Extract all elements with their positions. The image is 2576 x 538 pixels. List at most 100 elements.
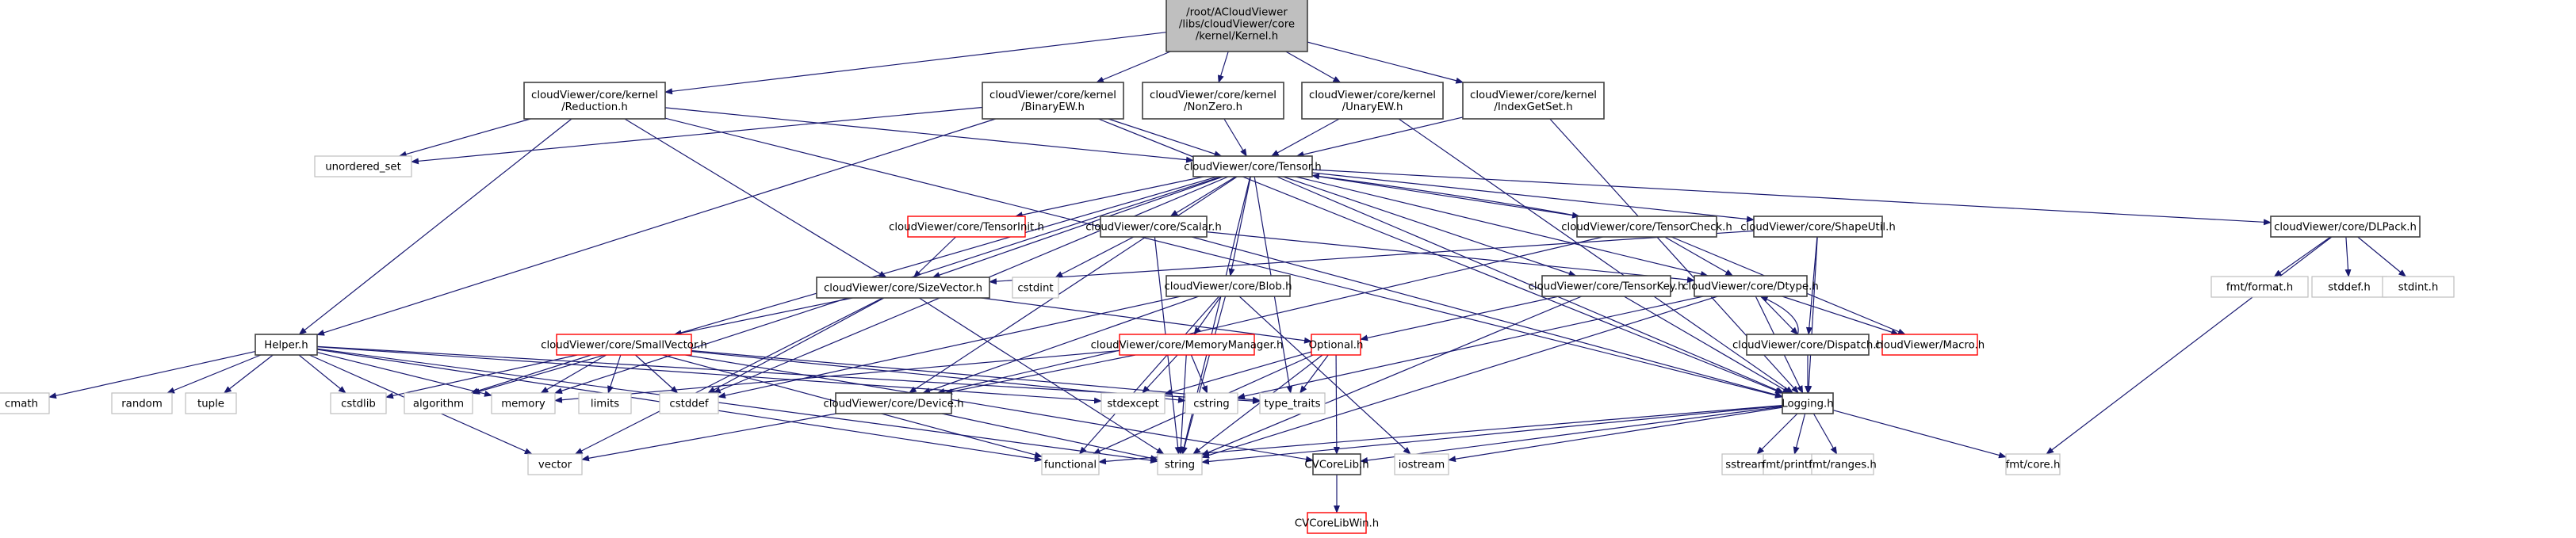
node-tensorinit[interactable]: cloudViewer/core/TensorInit.h — [889, 216, 1044, 238]
node-label: /BinaryEW.h — [1021, 101, 1085, 113]
node-box — [907, 216, 1026, 238]
node-box — [1192, 155, 1313, 177]
node-box — [556, 334, 692, 356]
edge-kernel-to-nonzero — [1217, 51, 1229, 83]
node-label: memory — [501, 399, 545, 410]
node-indexgetset[interactable]: cloudViewer/core/kernel/IndexGetSet.h — [1462, 82, 1605, 120]
node-label: cloudViewer/core/MemoryManager.h — [1091, 340, 1284, 352]
edge-dlpack-to-stddef_h — [2344, 236, 2352, 277]
edge-blob-to-iostream — [1238, 296, 1411, 455]
edge-memorymanager-to-cstring — [1190, 354, 1208, 394]
node-box — [1301, 82, 1444, 120]
node-box — [1753, 216, 1883, 238]
node-box — [1259, 392, 1326, 414]
edge-device-to-string — [941, 413, 1158, 462]
edge-tensorcheck-to-device — [936, 236, 1603, 395]
edge-sizevector-to-optional — [981, 297, 1312, 344]
node-label: fmt/core.h — [2006, 460, 2061, 471]
node-dtype[interactable]: cloudViewer/core/Dtype.h — [1682, 275, 1819, 297]
node-logging[interactable]: Logging.h — [1782, 392, 1834, 414]
node-memory: memory — [491, 392, 556, 414]
node-fmt_ranges: fmt/ranges.h — [1809, 453, 1877, 475]
node-smallvector[interactable]: cloudViewer/core/SmallVector.h — [541, 334, 707, 356]
node-tensorkey[interactable]: cloudViewer/core/TensorKey.h — [1529, 275, 1685, 297]
node-label: stddef.h — [2328, 282, 2371, 294]
node-label: cloudViewer/core/kernel — [1470, 90, 1597, 101]
node-scalar[interactable]: cloudViewer/core/Scalar.h — [1085, 216, 1222, 238]
node-unaryew[interactable]: cloudViewer/core/kernel/UnaryEW.h — [1301, 82, 1444, 120]
node-label: fmt/format.h — [2226, 282, 2293, 294]
edge-shapeutil-to-logging — [1805, 236, 1818, 394]
node-cstring: cstring — [1185, 392, 1238, 414]
edge-blob-to-functional — [1078, 296, 1219, 455]
node-dispatch[interactable]: cloudViewer/core/Dispatch.h — [1732, 334, 1883, 356]
node-device[interactable]: cloudViewer/core/Device.h — [823, 392, 964, 414]
node-sizevector[interactable]: cloudViewer/core/SizeVector.h — [816, 277, 990, 299]
node-label: cloudViewer/core/DLPack.h — [2274, 222, 2417, 234]
edge-tensor-to-blob — [1228, 176, 1251, 277]
edge-tensorkey-to-logging — [1623, 296, 1791, 394]
node-box — [1100, 216, 1208, 238]
edge-dlpack-to-fmt_format — [2273, 236, 2331, 277]
node-fmt_printf: fmt/printf.h — [1763, 453, 1821, 475]
node-box — [185, 392, 237, 414]
node-cstdlib: cstdlib — [330, 392, 387, 414]
edge-tensor-to-sizevector — [932, 176, 1223, 278]
edge-smallvector-to-memory — [540, 354, 607, 394]
node-optional[interactable]: Optional.h — [1309, 334, 1364, 356]
edge-helper-to-cmath — [48, 351, 256, 399]
node-tensorcheck[interactable]: cloudViewer/core/TensorCheck.h — [1561, 216, 1732, 238]
node-cvcorelibwin[interactable]: CVCoreLibWin.h — [1295, 512, 1379, 534]
node-binaryew[interactable]: cloudViewer/core/kernel/BinaryEW.h — [982, 82, 1124, 120]
node-label: cloudViewer/Macro.h — [1875, 340, 1985, 352]
node-macro[interactable]: cloudViewer/Macro.h — [1875, 334, 1985, 356]
node-label: limits — [591, 399, 619, 410]
node-unordered_set: unordered_set — [314, 155, 412, 177]
node-box — [314, 155, 412, 177]
node-label: cloudViewer/core/kernel — [1309, 90, 1436, 101]
node-tensor[interactable]: cloudViewer/core/Tensor.h — [1184, 155, 1322, 177]
edge-binaryew-to-tensor — [1108, 118, 1223, 157]
node-box — [1185, 392, 1238, 414]
node-iostream: iostream — [1394, 453, 1449, 475]
edge-optional-to-cvcorelib — [1333, 354, 1340, 455]
node-kernel[interactable]: /root/ACloudViewer/libs/cloudViewer/core… — [1166, 0, 1308, 52]
edge-tensor-to-device — [908, 176, 1238, 394]
node-tuple: tuple — [185, 392, 237, 414]
edge-tensorcheck-to-dtype — [1664, 236, 1734, 277]
edge-scalar-to-cstdint — [1055, 236, 1135, 278]
node-shapeutil[interactable]: cloudViewer/core/ShapeUtil.h — [1740, 216, 1896, 238]
node-box — [1881, 334, 1978, 356]
node-label: cloudViewer/core/Dispatch.h — [1732, 340, 1883, 352]
node-helper[interactable]: Helper.h — [255, 334, 318, 356]
edge-dtype-to-string — [1201, 296, 1718, 459]
node-blob[interactable]: cloudViewer/core/Blob.h — [1164, 275, 1292, 297]
node-label: vector — [538, 460, 572, 471]
node-label: cmath — [5, 399, 38, 410]
node-box — [491, 392, 556, 414]
edge-memorymanager-to-device — [944, 354, 1136, 395]
node-label: CVCoreLib.h — [1304, 460, 1368, 471]
node-reduction[interactable]: cloudViewer/core/kernel/Reduction.h — [523, 82, 666, 120]
edge-blob-to-memorymanager — [1193, 296, 1222, 335]
node-dlpack[interactable]: cloudViewer/core/DLPack.h — [2270, 216, 2421, 238]
node-box — [527, 453, 583, 475]
node-algorithm: algorithm — [404, 392, 473, 414]
edge-dtype-to-dispatch — [1760, 296, 1799, 335]
node-label: unordered_set — [325, 162, 401, 174]
node-cstddef: cstddef — [659, 392, 719, 414]
edge-unaryew-to-logging — [1398, 118, 1794, 394]
edge-smallvector-to-cstdlib — [385, 354, 578, 399]
node-box — [1576, 216, 1717, 238]
node-cstdint: cstdint — [1012, 277, 1059, 299]
edge-logging-to-iostream — [1448, 406, 1783, 463]
node-cvcorelib[interactable]: CVCoreLib.h — [1304, 453, 1369, 475]
node-memorymanager[interactable]: cloudViewer/core/MemoryManager.h — [1091, 334, 1284, 356]
edge-dispatch-to-dtype — [1759, 296, 1799, 335]
edge-blob-to-string — [1181, 296, 1227, 455]
node-box — [1541, 275, 1671, 297]
edge-smallvector-to-cstring — [691, 350, 1186, 403]
edge-blob-to-device — [922, 296, 1200, 394]
node-nonzero[interactable]: cloudViewer/core/kernel/NonZero.h — [1142, 82, 1284, 120]
node-box — [330, 392, 387, 414]
